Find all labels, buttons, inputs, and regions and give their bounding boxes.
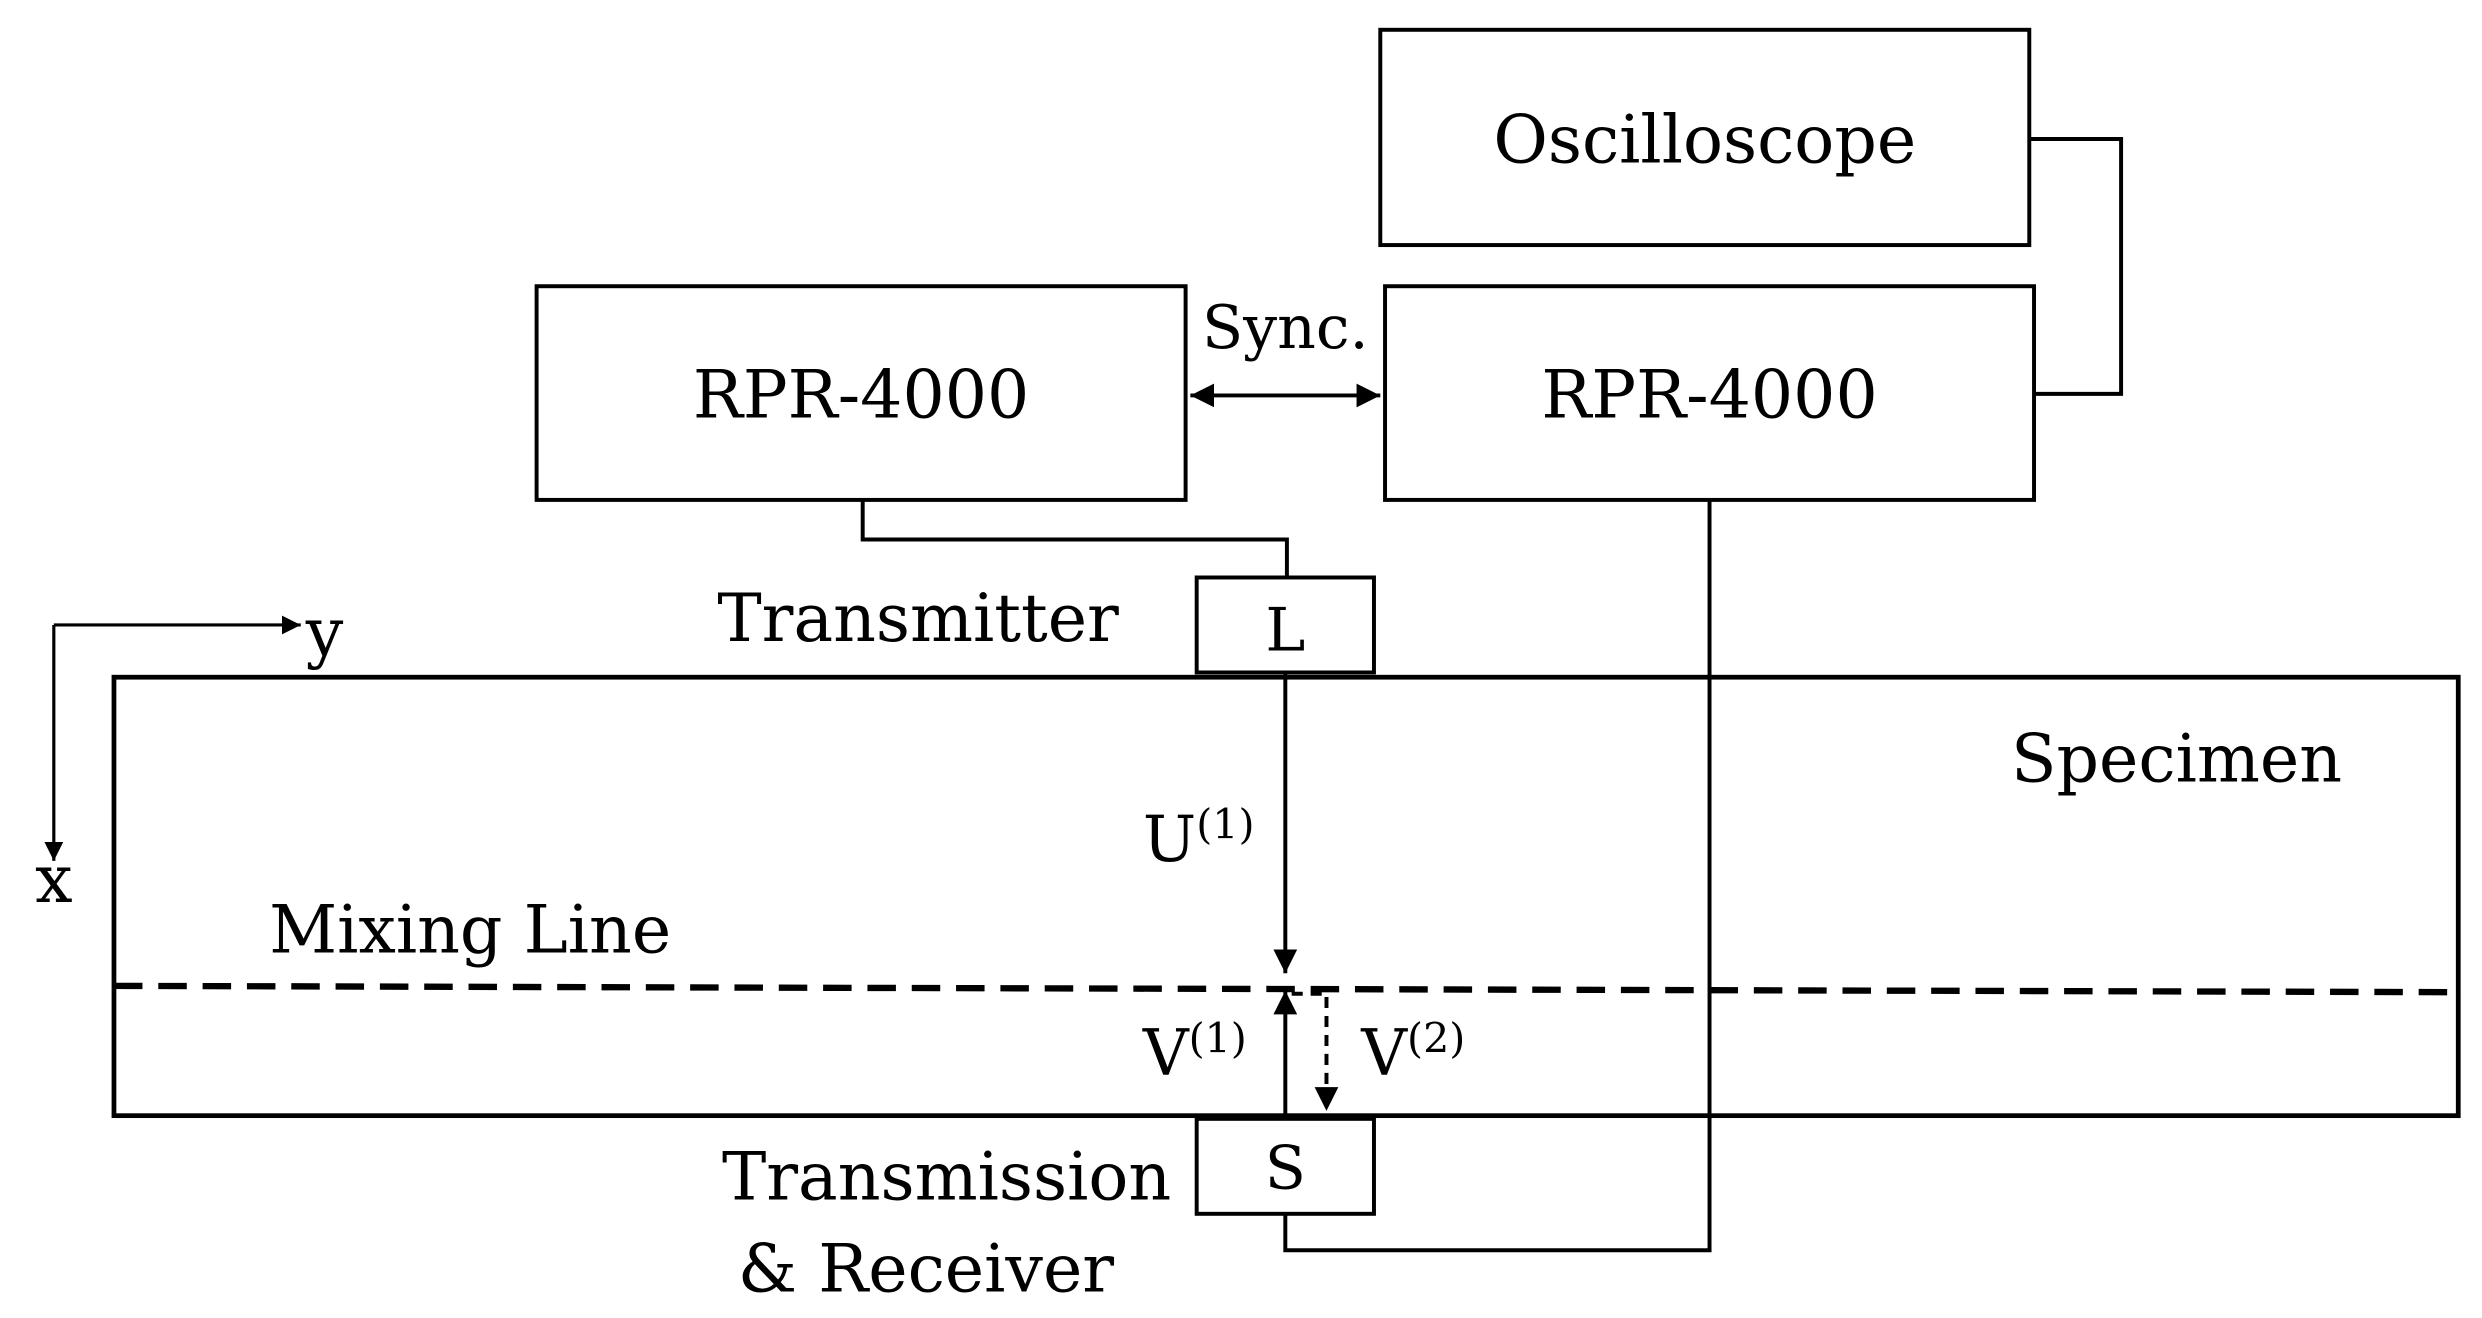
v1-sup: (1) [1189, 1014, 1247, 1062]
oscilloscope-label: Oscilloscope [1493, 101, 1916, 179]
u1-label: U(1) [1143, 801, 1255, 876]
receiver-box: S [1194, 1116, 1376, 1216]
x-axis-label: x [35, 840, 73, 918]
rpr-right-block: RPR-4000 [1383, 284, 2037, 502]
transmitter-box: L [1194, 575, 1376, 675]
oscilloscope-cable [2029, 137, 2124, 396]
receiver-box-label: S [1265, 1133, 1306, 1203]
sync-label: Sync. [1202, 293, 1369, 363]
receiver-label-line2: & Receiver [738, 1229, 1114, 1307]
coordinate-axes: y x [35, 593, 344, 918]
v2-wave-arrow [1291, 991, 1339, 1111]
rpr-left-block: RPR-4000 [534, 284, 1188, 502]
specimen-label: Specimen [2011, 720, 2342, 798]
v1-label: V(1) [1142, 1014, 1247, 1089]
receiver-label-line1: Transmission [722, 1138, 1171, 1216]
transmitter-box-label: L [1265, 595, 1305, 665]
rpr-left-label: RPR-4000 [693, 356, 1029, 434]
v1-base: V [1142, 1016, 1190, 1090]
oscilloscope-block: Oscilloscope [1378, 27, 2032, 248]
u1-sup: (1) [1196, 801, 1254, 849]
v2-label: V(2) [1360, 1014, 1465, 1089]
y-axis-label: y [305, 593, 344, 671]
transmitter-cable [860, 499, 1289, 578]
receiver-cable [1283, 499, 1712, 1253]
v2-base: V [1360, 1016, 1408, 1090]
mixing-line [113, 982, 2464, 996]
mixing-line-label: Mixing Line [269, 891, 671, 969]
v2-sup: (2) [1407, 1014, 1465, 1062]
rpr-right-label: RPR-4000 [1541, 356, 1877, 434]
transmitter-label: Transmitter [717, 579, 1119, 657]
u1-base: U [1143, 802, 1196, 876]
